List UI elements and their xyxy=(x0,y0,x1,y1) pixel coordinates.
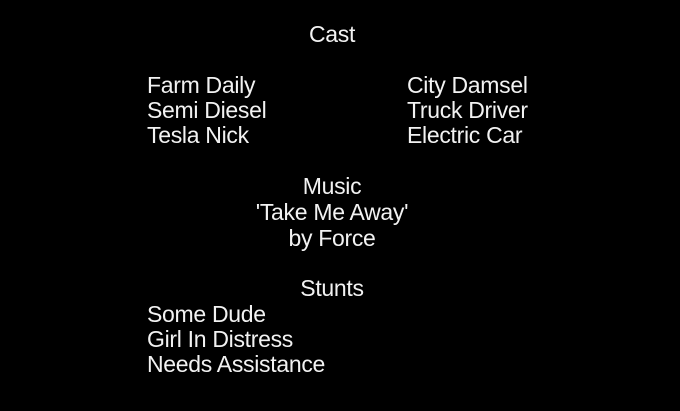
music-heading: Music xyxy=(302,173,362,199)
cast-heading: Cast xyxy=(308,21,356,47)
stunt-performer-name: Girl In Distress xyxy=(147,326,293,352)
stunt-performer-name: Needs Assistance xyxy=(147,351,326,377)
music-title: 'Take Me Away' xyxy=(255,199,409,225)
cast-role-name: Electric Car xyxy=(407,122,523,148)
cast-actor-name: Farm Daily xyxy=(147,72,256,98)
cast-actor-name: Tesla Nick xyxy=(147,122,249,148)
music-artist: by Force xyxy=(288,225,376,251)
stunt-performer-name: Some Dude xyxy=(147,301,266,327)
cast-role-name: City Damsel xyxy=(407,72,528,98)
cast-actor-name: Semi Diesel xyxy=(147,97,267,123)
cast-role-name: Truck Driver xyxy=(407,97,528,123)
stunts-heading: Stunts xyxy=(300,275,364,301)
